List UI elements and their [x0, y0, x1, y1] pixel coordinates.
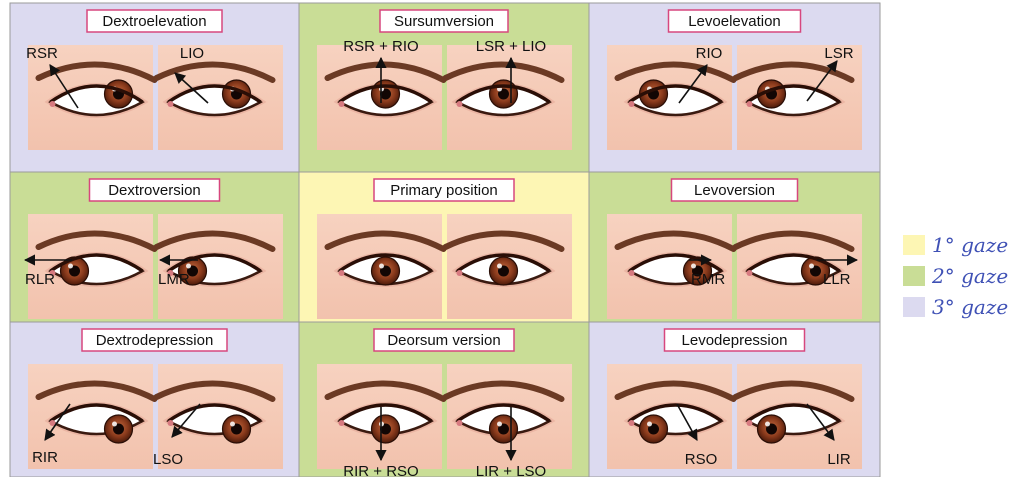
legend-label: 2° gaze	[931, 264, 1008, 288]
muscle-label: RMR	[691, 271, 725, 288]
cell-title: Sursumversion	[394, 13, 494, 30]
muscle-label: RSR	[26, 45, 58, 62]
legend-item: 3° gaze	[903, 295, 1008, 319]
cell-title: Dextrodepression	[96, 332, 214, 349]
legend-swatch	[903, 297, 925, 317]
cell-title: Levodepression	[682, 332, 788, 349]
legend-label: 3° gaze	[932, 295, 1008, 319]
cell-title: Dextroversion	[108, 182, 201, 199]
cell-title: Dextroelevation	[102, 13, 206, 30]
muscle-label: RSR + RIO	[343, 38, 418, 55]
muscle-label: LSR	[824, 45, 853, 62]
legend-swatch	[903, 266, 925, 286]
cell-title: Deorsum version	[387, 332, 500, 349]
muscle-label: RIR + RSO	[343, 463, 418, 477]
legend-swatch	[903, 235, 925, 255]
cell-title: Levoelevation	[688, 13, 781, 30]
muscle-label: LIR + LSO	[476, 463, 546, 477]
muscle-label: RIO	[696, 45, 723, 62]
cell-title: Primary position	[390, 182, 498, 199]
legend-label: 1° gaze	[932, 233, 1008, 257]
muscle-label: RIR	[32, 449, 58, 466]
muscle-label: LSR + LIO	[476, 38, 546, 55]
muscle-label: LMR	[158, 271, 190, 288]
muscle-label: LSO	[153, 451, 183, 468]
muscle-label: LIO	[180, 45, 204, 62]
muscle-label: LIR	[827, 451, 851, 468]
gaze-cell: Primary position	[299, 172, 589, 322]
muscle-label: LLR	[823, 271, 851, 288]
legend-item: 2° gaze	[903, 264, 1008, 288]
legend-item: 1° gaze	[903, 233, 1008, 257]
muscle-label: RLR	[25, 271, 55, 288]
muscle-label: RSO	[685, 451, 718, 468]
cell-title: Levoversion	[694, 182, 775, 199]
